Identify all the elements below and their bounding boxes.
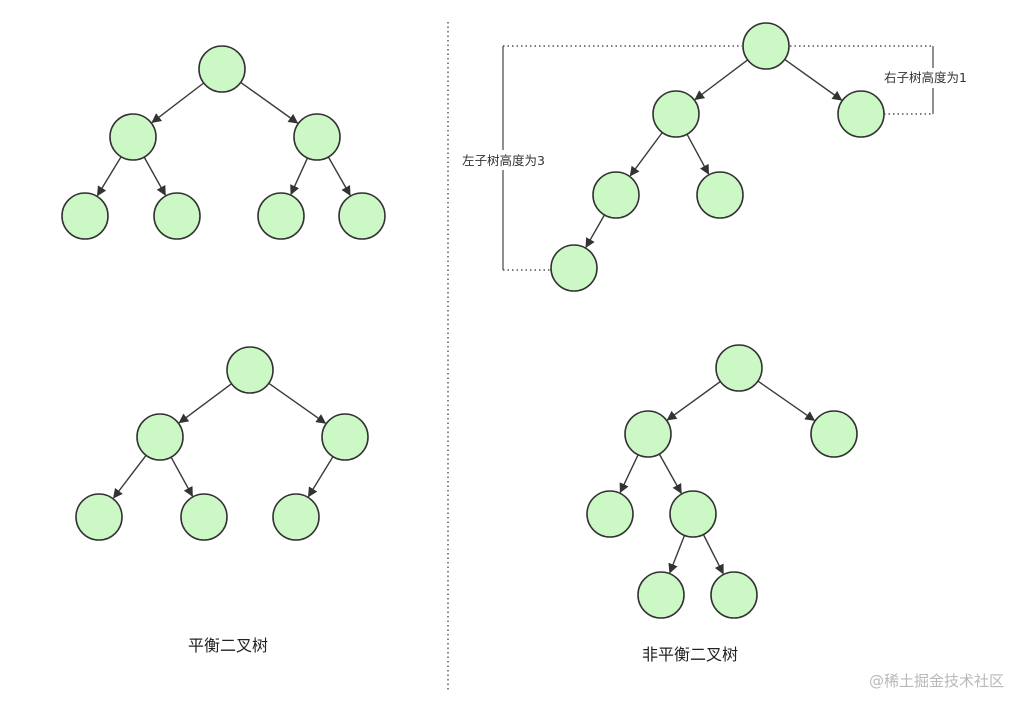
balanced-tree-1-node [61,192,109,240]
unbalanced-tree-1-edge [784,58,843,101]
balanced-tree-1-edge [96,156,122,197]
left-subtree-height-label: 左子树高度为3 [462,153,545,168]
unbalanced-tree-2-edge [619,454,639,494]
balanced-tree-2-edge [113,454,147,499]
balanced-tree-2-node [136,413,184,461]
balanced-tree-2-node [226,346,274,394]
unbalanced-tree-2-node [624,410,672,458]
balanced-tree-2-edge [268,382,327,424]
unbalanced-tree-1-edge [629,132,663,177]
balanced-tree-1-edge [151,82,205,123]
unbalanced-tree-1-node [652,90,700,138]
unbalanced-tree-2-node [637,571,685,619]
balanced-tree-1-node [198,45,246,93]
unbalanced-tree-2-node [715,344,763,392]
unbalanced-tree-1-edge [694,59,749,101]
unbalanced-tree-2-edge [658,453,682,494]
balanced-tree-2-edge [170,456,194,497]
unbalanced-tree-2-edge [666,380,721,421]
unbalanced-tree-2-node [710,571,758,619]
unbalanced-tree-2-edge [702,534,724,575]
unbalanced-tree-2-node [810,410,858,458]
unbalanced-tree-1-node [696,171,744,219]
unbalanced-tree-1-node [550,244,598,292]
balanced-tree-2-node [75,493,123,541]
unbalanced-tree-1-edge [585,214,606,249]
tree-edges [96,58,843,575]
watermark: @稀土掘金技术社区 [869,672,1004,690]
unbalanced-tree-caption: 非平衡二叉树 [642,645,738,664]
balanced-tree-2-edge [307,456,334,498]
balanced-tree-1-node [257,192,305,240]
unbalanced-tree-1-node [837,90,885,138]
balanced-tree-1-edge [240,81,299,124]
balanced-tree-1-node [109,113,157,161]
balanced-tree-2-node [321,413,369,461]
right-subtree-height-label: 右子树高度为1 [884,70,967,85]
balanced-tree-2-node [180,493,228,541]
tree-nodes [61,22,885,619]
unbalanced-tree-1-edge [686,133,710,175]
balanced-tree-1-node [153,192,201,240]
unbalanced-tree-1-node [592,171,640,219]
unbalanced-tree-2-node [669,490,717,538]
balanced-tree-2-edge [178,383,233,424]
balanced-tree-1-edge [143,156,166,196]
balanced-tree-1-edge [327,156,351,196]
balanced-tree-1-edge [290,157,309,196]
balanced-tree-2-node [272,493,320,541]
balanced-tree-caption: 平衡二叉树 [188,636,268,655]
unbalanced-tree-2-edge [757,380,816,421]
unbalanced-tree-2-edge [668,535,686,574]
balanced-tree-1-node [338,192,386,240]
balanced-tree-1-node [293,113,341,161]
height-annotation: 左子树高度为3 右子树高度为1 [462,45,967,271]
unbalanced-tree-2-node [586,490,634,538]
unbalanced-tree-1-node [742,22,790,70]
